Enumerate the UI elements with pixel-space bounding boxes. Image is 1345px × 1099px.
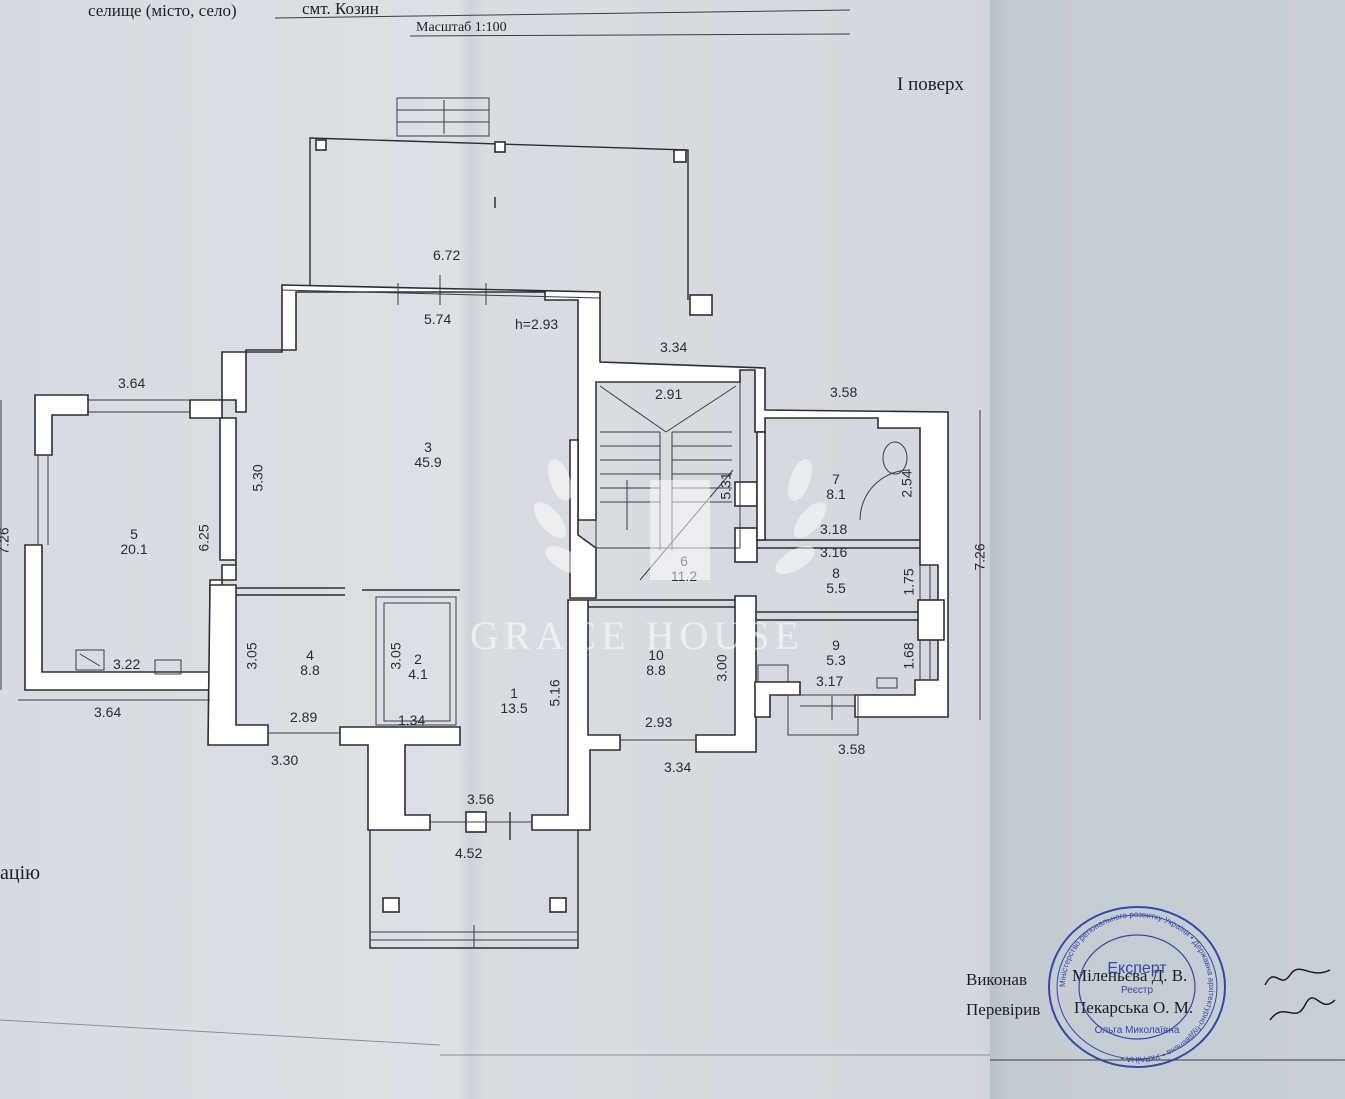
dim-318: 3.18 — [820, 521, 848, 537]
dim-452: 4.52 — [455, 845, 483, 861]
porch-label: I — [492, 195, 498, 212]
dim-356: 3.56 — [467, 791, 495, 807]
dim-334-top: 3.34 — [660, 339, 688, 355]
ceiling-height: h=2.93 — [515, 316, 559, 332]
folded-page-edge — [990, 0, 1345, 1099]
dim-358-bottom: 3.58 — [838, 741, 866, 757]
dim-364-bottom: 3.64 — [94, 704, 122, 720]
dim-574: 5.74 — [424, 311, 452, 327]
dim-168: 1.68 — [900, 642, 917, 670]
stamp-center-bottom: Ольга Миколаївна — [1095, 1025, 1180, 1036]
floor-label: I поверх — [897, 74, 965, 95]
dim-316: 3.16 — [820, 544, 848, 560]
dim-726-left: 7.26 — [0, 527, 12, 555]
stamp-center-top: Експерт — [1107, 960, 1167, 977]
dim-334-bottom: 3.34 — [664, 759, 692, 775]
top-steps — [396, 97, 490, 137]
checked-label: Перевірив — [966, 1000, 1041, 1019]
dim-358-top: 3.58 — [830, 384, 858, 400]
dim-625: 6.25 — [195, 524, 212, 552]
dim-254: 2.54 — [898, 470, 915, 498]
stamp-center-mid: Реєстр — [1121, 985, 1153, 996]
dim-134: 1.34 — [398, 712, 426, 728]
dim-289: 2.89 — [290, 709, 318, 725]
watermark-logo — [533, 459, 827, 580]
scale-label: Масштаб 1:100 — [416, 20, 507, 35]
dim-726-right: 7.26 — [971, 543, 988, 571]
dim-317: 3.17 — [816, 673, 844, 689]
handwritten-signatures — [1264, 968, 1336, 1021]
executed-label: Виконав — [966, 970, 1028, 989]
checked-name: Пекарська О. М. — [1074, 998, 1194, 1017]
dim-305-a: 3.05 — [243, 642, 260, 670]
dim-293: 2.93 — [645, 714, 673, 730]
dim-364-top: 3.64 — [118, 375, 146, 391]
dim-672: 6.72 — [433, 247, 461, 263]
dim-530: 5.30 — [249, 464, 266, 492]
dim-305-b: 3.05 — [387, 642, 404, 670]
dim-516: 5.16 — [546, 679, 563, 707]
executed-name: Міленьєва Д. В. — [1072, 966, 1188, 985]
settlement-value: смт. Козин — [302, 0, 379, 18]
official-stamp: Міністерство регіонального розвитку Укра… — [1048, 906, 1226, 1068]
settlement-label: селище (місто, село) — [88, 1, 237, 20]
dim-175: 1.75 — [900, 568, 917, 596]
watermark-text: GRACE HOUSE — [470, 613, 804, 658]
left-fragment-text: ацію — [0, 862, 41, 884]
dim-330: 3.30 — [271, 752, 299, 768]
dim-322: 3.22 — [113, 656, 141, 672]
dim-291: 2.91 — [655, 386, 683, 402]
